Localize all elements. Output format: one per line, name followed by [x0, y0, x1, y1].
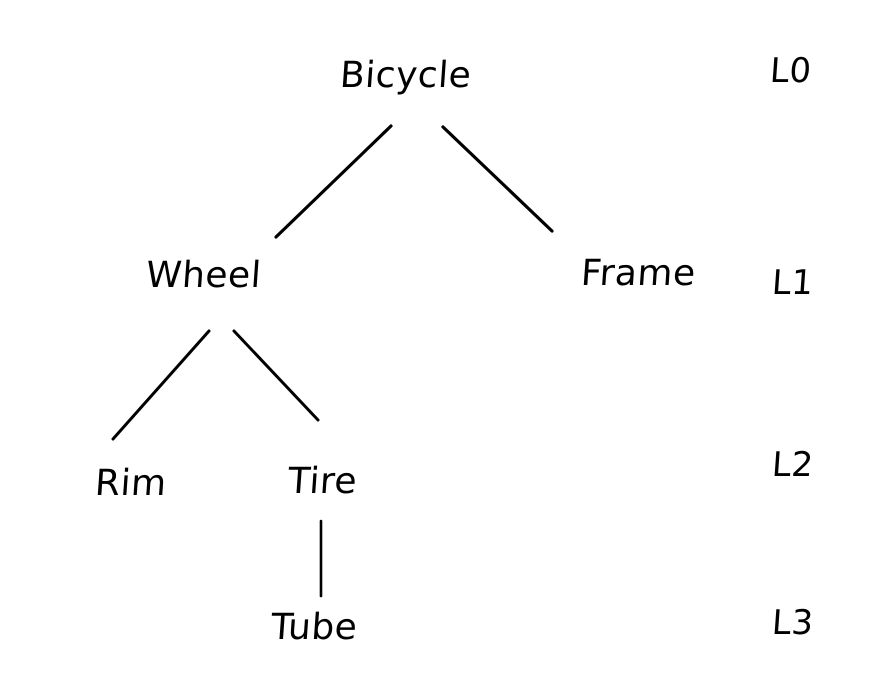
level-label-l0: L0	[768, 51, 813, 91]
node-frame: Frame	[579, 253, 698, 294]
level-label-l1: L1	[770, 263, 815, 303]
edge-bicycle-frame	[441, 125, 554, 233]
node-wheel: Wheel	[144, 255, 263, 296]
node-tire: Tire	[286, 461, 359, 502]
level-label-l3: L3	[770, 603, 815, 643]
edge-bicycle-wheel	[274, 124, 393, 239]
level-label-l2: L2	[770, 445, 815, 485]
edge-wheel-tire	[232, 329, 320, 422]
node-tube: Tube	[269, 607, 359, 648]
node-bicycle: Bicycle	[338, 55, 473, 96]
edge-wheel-rim	[111, 329, 211, 441]
node-rim: Rim	[93, 463, 169, 504]
